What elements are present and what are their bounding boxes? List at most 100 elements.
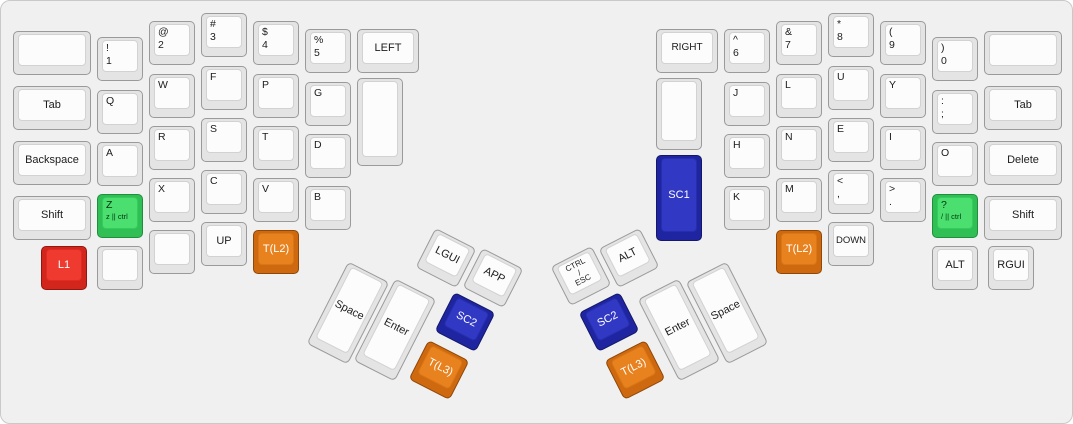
key-t-l2-left[interactable]: T(L2) xyxy=(253,230,299,274)
keycap-top: P xyxy=(258,77,294,109)
key-1-exclaim[interactable]: !1 xyxy=(97,37,143,81)
key-right-arrow[interactable]: RIGHT xyxy=(656,29,718,73)
key-0-paren-close[interactable]: )0 xyxy=(932,37,978,81)
key-blank-left-inner[interactable] xyxy=(357,78,403,166)
key-s[interactable]: S xyxy=(201,118,247,162)
key-2-at[interactable]: @2 xyxy=(149,21,195,65)
key-label: # xyxy=(210,18,216,30)
key-5-percent[interactable]: %5 xyxy=(305,29,351,73)
key-b[interactable]: B xyxy=(305,186,351,230)
keycap-top: ?/ || ctrl xyxy=(937,197,973,229)
keycap-top: T(L3) xyxy=(417,344,464,390)
key-t-l3-left[interactable]: T(L3) xyxy=(408,339,470,401)
keycap-top: &7 xyxy=(781,24,817,56)
key-up-arrow[interactable]: UP xyxy=(201,222,247,266)
key-3-hash[interactable]: #3 xyxy=(201,13,247,57)
keycap-top: :; xyxy=(937,93,973,125)
key-blank-top-left[interactable] xyxy=(13,31,91,75)
key-j[interactable]: J xyxy=(724,82,770,126)
key-alt-right[interactable]: ALT xyxy=(932,246,978,290)
key-label: APP xyxy=(481,264,507,286)
key-delete[interactable]: Delete xyxy=(984,141,1062,185)
key-label: Shift xyxy=(1011,208,1034,221)
key-blank-right-inner[interactable] xyxy=(656,78,702,150)
keycap-top xyxy=(18,34,86,66)
key-semicolon[interactable]: :; xyxy=(932,90,978,134)
key-e[interactable]: E xyxy=(828,118,874,162)
key-r[interactable]: R xyxy=(149,126,195,170)
key-sc1[interactable]: SC1 xyxy=(656,155,702,241)
keycap-top: LEFT xyxy=(362,32,414,64)
key-k[interactable]: K xyxy=(724,186,770,230)
key-label: H xyxy=(733,139,741,151)
key-c[interactable]: C xyxy=(201,170,247,214)
key-o[interactable]: O xyxy=(932,142,978,186)
key-n[interactable]: N xyxy=(776,126,822,170)
keycap-top: @2 xyxy=(154,24,190,56)
key-g[interactable]: G xyxy=(305,82,351,126)
key-label: Enter xyxy=(381,315,411,339)
key-backspace[interactable]: Backspace xyxy=(13,141,91,185)
key-8-star[interactable]: *8 xyxy=(828,13,874,57)
keycap-top: B xyxy=(310,189,346,221)
key-y[interactable]: Y xyxy=(880,74,926,118)
key-u[interactable]: U xyxy=(828,66,874,110)
key-blank-top-right[interactable] xyxy=(984,31,1062,75)
key-down-arrow[interactable]: DOWN xyxy=(828,222,874,266)
keycap-top: SC1 xyxy=(661,158,697,232)
key-label: A xyxy=(106,147,114,159)
keycap-top: L1 xyxy=(46,249,82,281)
key-period[interactable]: >. xyxy=(880,178,926,222)
key-9-paren-open[interactable]: (9 xyxy=(880,21,926,65)
key-left-arrow[interactable]: LEFT xyxy=(357,29,419,73)
key-t-l2-right[interactable]: T(L2) xyxy=(776,230,822,274)
key-t-l3-right[interactable]: T(L3) xyxy=(604,339,666,401)
key-sc2-left[interactable]: SC2 xyxy=(434,291,496,353)
keycap-top: RGUI xyxy=(993,249,1029,281)
keycap-top: Shift xyxy=(18,199,86,231)
keycap-top: L xyxy=(781,77,817,109)
key-label: LGUI xyxy=(433,244,462,267)
keycap-top: C xyxy=(206,173,242,205)
key-7-amp[interactable]: &7 xyxy=(776,21,822,65)
key-label: / || ctrl xyxy=(941,212,962,222)
key-label: 5 xyxy=(314,47,320,60)
key-x[interactable]: X xyxy=(149,178,195,222)
key-a[interactable]: A xyxy=(97,142,143,186)
key-label: I xyxy=(889,131,892,143)
key-w[interactable]: W xyxy=(149,74,195,118)
key-slash-ctrl[interactable]: ?/ || ctrl xyxy=(932,194,978,238)
key-label: @ xyxy=(158,26,169,38)
key-label: F xyxy=(210,71,217,83)
key-d[interactable]: D xyxy=(305,134,351,178)
key-blank-left-2[interactable] xyxy=(97,246,143,290)
key-l1[interactable]: L1 xyxy=(41,246,87,290)
keycap-top: $4 xyxy=(258,24,294,56)
key-shift-left[interactable]: Shift xyxy=(13,196,91,240)
key-h[interactable]: H xyxy=(724,134,770,178)
key-label: G xyxy=(314,87,323,99)
key-comma[interactable]: <, xyxy=(828,170,874,214)
key-p[interactable]: P xyxy=(253,74,299,118)
key-label: ) xyxy=(941,42,945,54)
key-label: LEFT xyxy=(374,41,402,54)
key-label: $ xyxy=(262,26,268,38)
key-v[interactable]: V xyxy=(253,178,299,222)
key-blank-left-3[interactable] xyxy=(149,230,195,274)
key-rgui[interactable]: RGUI xyxy=(988,246,1034,290)
key-f[interactable]: F xyxy=(201,66,247,110)
keycap-top: V xyxy=(258,181,294,213)
key-tab-left[interactable]: Tab xyxy=(13,86,91,130)
key-6-caret[interactable]: ^6 xyxy=(724,29,770,73)
key-t[interactable]: T xyxy=(253,126,299,170)
key-4-dollar[interactable]: $4 xyxy=(253,21,299,65)
key-m[interactable]: M xyxy=(776,178,822,222)
key-shift-right[interactable]: Shift xyxy=(984,196,1062,240)
key-q[interactable]: Q xyxy=(97,90,143,134)
key-sc2-right[interactable]: SC2 xyxy=(578,291,640,353)
key-tab-right[interactable]: Tab xyxy=(984,86,1062,130)
keycap-top: *8 xyxy=(833,16,869,48)
key-i[interactable]: I xyxy=(880,126,926,170)
key-l[interactable]: L xyxy=(776,74,822,118)
